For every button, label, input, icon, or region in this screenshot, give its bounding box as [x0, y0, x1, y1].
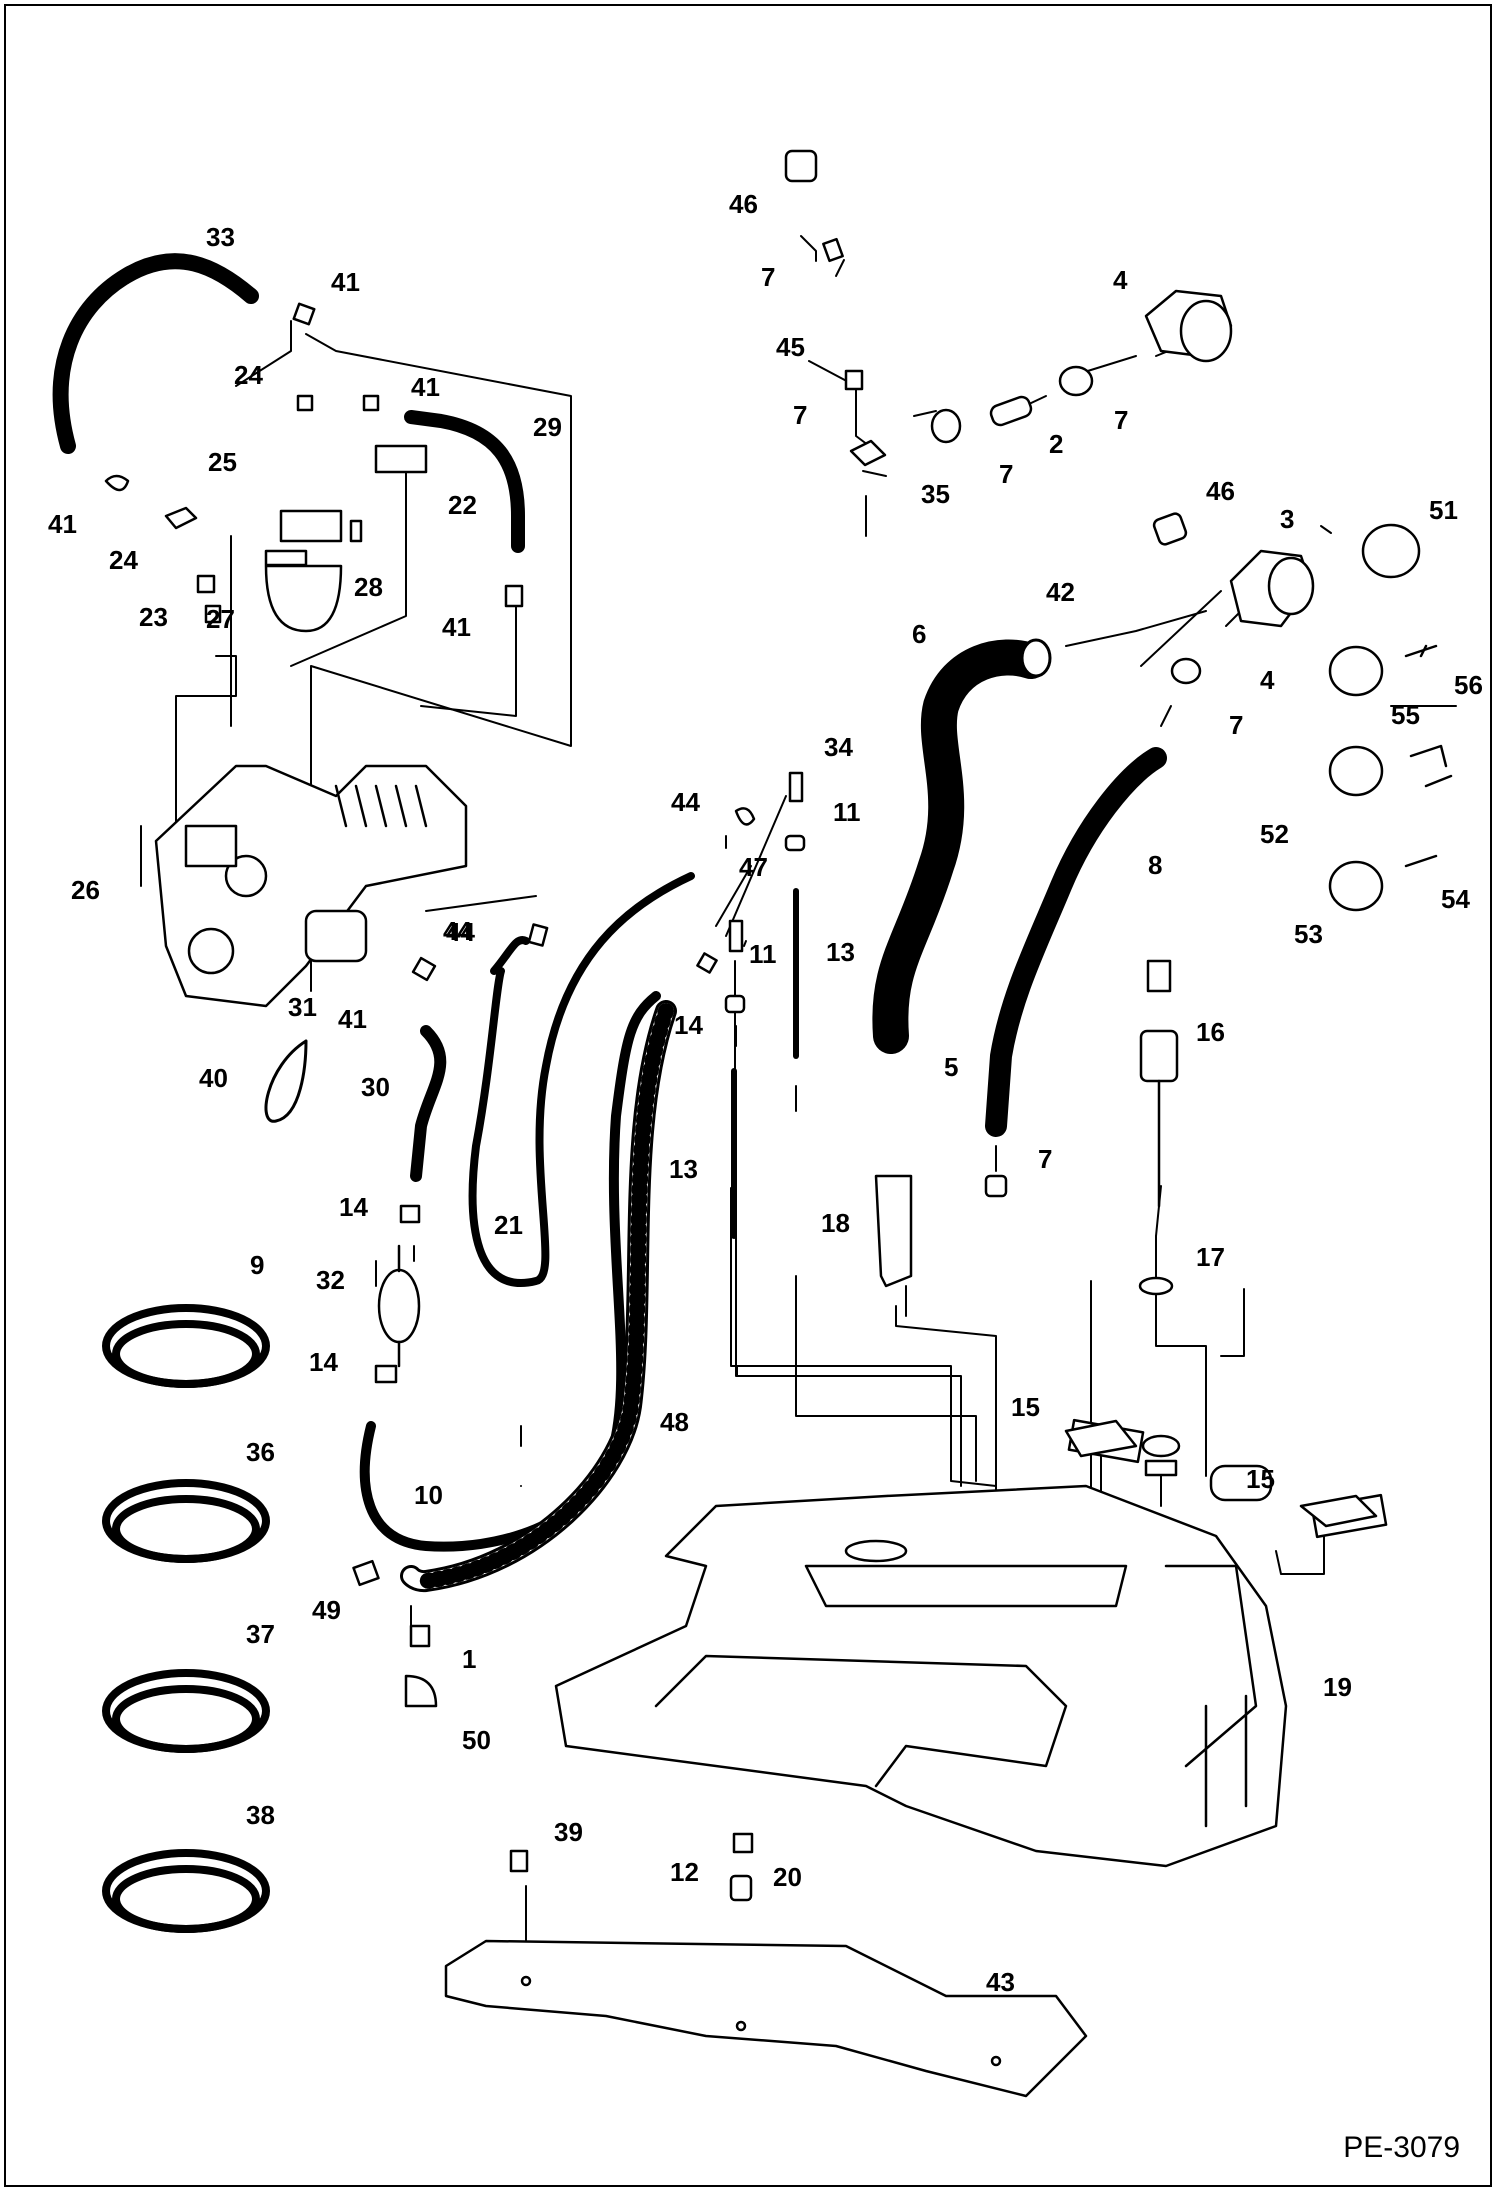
callout-41b: 41 [411, 372, 440, 402]
callout-7e: 7 [1038, 1144, 1052, 1174]
callout-52: 52 [1260, 819, 1289, 849]
callout-9: 9 [250, 1250, 264, 1280]
callout-41d: 41 [442, 612, 471, 642]
cable-tie [266, 1041, 306, 1121]
skid-plate [446, 1941, 1086, 2096]
callout-43: 43 [986, 1967, 1015, 1997]
callout-7d: 7 [1229, 710, 1243, 740]
callout-56: 56 [1454, 670, 1483, 700]
callout-39: 39 [554, 1817, 583, 1847]
fuel-system-diagram: 33 41 24 41 29 25 22 41 24 28 23 27 41 2… [6, 6, 1494, 2189]
hose-6 [890, 657, 1031, 1036]
callout-4a: 4 [1113, 265, 1128, 295]
callout-51: 51 [1429, 495, 1458, 525]
callout-6: 6 [912, 619, 926, 649]
callout-3: 3 [1280, 504, 1294, 534]
callout-37: 37 [246, 1619, 275, 1649]
callout-16: 16 [1196, 1017, 1225, 1047]
callout-31: 31 [288, 992, 317, 1022]
callout-7b: 7 [793, 400, 807, 430]
callout-7f: 7 [999, 459, 1013, 489]
callout-7c: 7 [1114, 405, 1128, 435]
callout-1: 1 [462, 1644, 476, 1674]
callout-17: 17 [1196, 1242, 1225, 1272]
callout-2: 2 [1049, 429, 1063, 459]
callout-35: 35 [921, 479, 950, 509]
callout-14c: 14 [674, 1010, 703, 1040]
primer-pump [379, 1246, 419, 1366]
callout-21: 21 [494, 1210, 523, 1240]
callout-27: 27 [206, 604, 235, 634]
callout-10: 10 [414, 1480, 443, 1510]
callout-41c: 41 [48, 509, 77, 539]
callout-48: 48 [660, 1407, 689, 1437]
callout-36: 36 [246, 1437, 275, 1467]
hose-33 [61, 261, 251, 446]
callout-28: 28 [354, 572, 383, 602]
hose-8 [996, 758, 1156, 1126]
callout-30: 30 [361, 1072, 390, 1102]
diagram-frame: 33 41 24 41 29 25 22 41 24 28 23 27 41 2… [4, 4, 1492, 2187]
callout-47: 47 [739, 852, 768, 882]
callout-29: 29 [533, 412, 562, 442]
callout-50: 50 [462, 1725, 491, 1755]
callout-46a: 46 [729, 189, 758, 219]
callout-41e: 41 [338, 1004, 367, 1034]
callout-4b: 4 [1260, 665, 1275, 695]
callout-42: 42 [1046, 577, 1075, 607]
callout-13a: 13 [669, 1154, 698, 1184]
callout-24a: 24 [234, 360, 263, 390]
callout-53: 53 [1294, 919, 1323, 949]
callout-24b: 24 [109, 545, 138, 575]
hose-21b [494, 940, 526, 971]
callout-44c: 44 [671, 787, 700, 817]
page-id-label: PE-3079 [1343, 2131, 1460, 2165]
callout-46b: 46 [1206, 476, 1235, 506]
callout-13b: 13 [826, 937, 855, 967]
callout-5: 5 [944, 1052, 958, 1082]
hose-6-cap [1022, 640, 1050, 676]
callout-18: 18 [821, 1208, 850, 1238]
callout-40: 40 [199, 1063, 228, 1093]
callout-11a: 11 [833, 797, 861, 827]
callout-23: 23 [139, 602, 168, 632]
hose-29 [411, 417, 518, 546]
callout-34: 34 [824, 732, 853, 762]
fuel-tank [556, 1486, 1286, 1866]
callout-44b: 44 [443, 916, 472, 946]
callout-41a: 41 [331, 267, 360, 297]
callout-25: 25 [208, 447, 237, 477]
callout-14b: 14 [309, 1347, 338, 1377]
callout-33: 33 [206, 222, 235, 252]
callout-14a: 14 [339, 1192, 368, 1222]
hose-coils [106, 1308, 266, 1929]
callout-32: 32 [316, 1265, 345, 1295]
callout-54: 54 [1441, 884, 1470, 914]
callout-11b: 11 [749, 939, 777, 969]
callout-12: 12 [670, 1857, 699, 1887]
callout-55: 55 [1391, 700, 1420, 730]
callout-19: 19 [1323, 1672, 1352, 1702]
callout-20: 20 [773, 1862, 802, 1892]
callout-7a: 7 [761, 262, 775, 292]
callout-45: 45 [776, 332, 805, 362]
callout-15a: 15 [1011, 1392, 1040, 1422]
callout-38: 38 [246, 1800, 275, 1830]
callout-26: 26 [71, 875, 100, 905]
callout-49: 49 [312, 1595, 341, 1625]
callout-22: 22 [448, 490, 477, 520]
callout-15b: 15 [1246, 1464, 1275, 1494]
hose-30 [416, 1031, 440, 1176]
sender-unit [876, 961, 1177, 1294]
callout-8: 8 [1148, 850, 1162, 880]
